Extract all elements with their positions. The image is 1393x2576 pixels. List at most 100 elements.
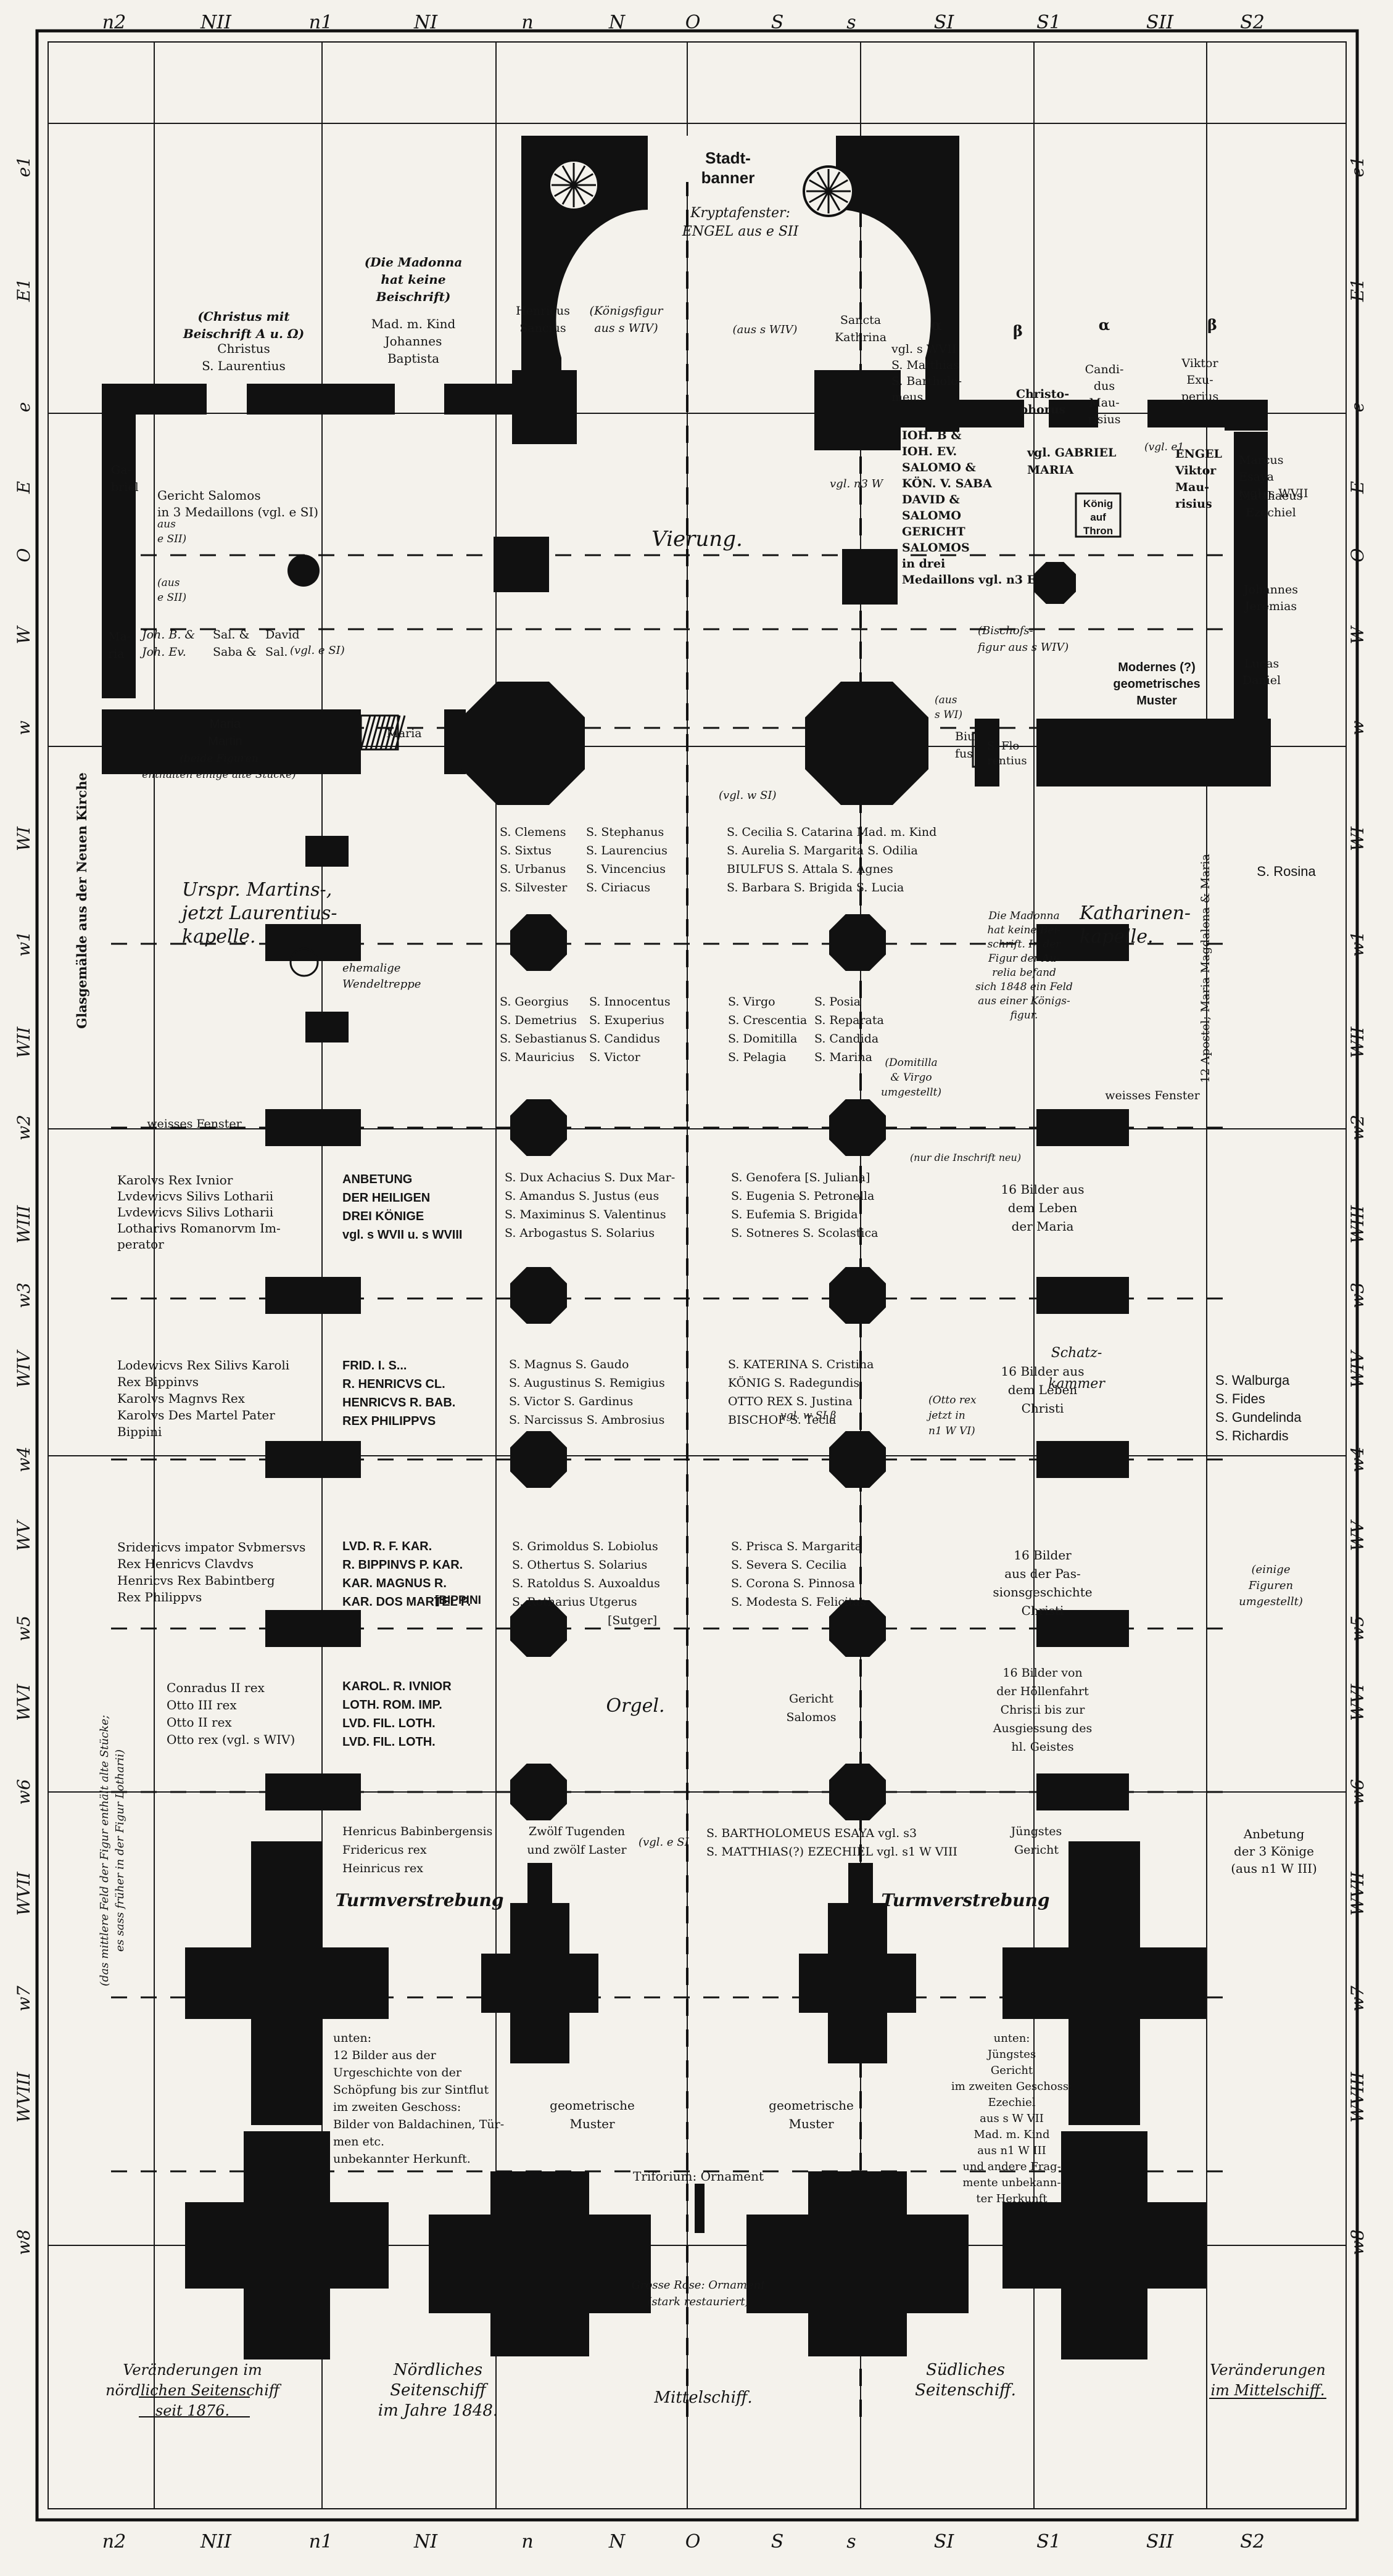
grid-label-right: e1 [1347, 156, 1368, 177]
plan-label: S. Posia [814, 995, 861, 1009]
grid-label-top: N [608, 12, 626, 33]
plan-label: Medaillons vgl. n3 E [902, 573, 1036, 587]
grid-label-left: WVIII [14, 2071, 34, 2123]
plan-label: FRID. I. S... [342, 1359, 407, 1373]
plan-label: Matthaeus [1239, 489, 1303, 503]
grid-label-top: NI [413, 12, 438, 33]
grid-label-top: S2 [1240, 12, 1265, 33]
plan-label: S. Georgius [500, 995, 569, 1009]
plan-label: HENRICVS R. BAB. [342, 1396, 455, 1410]
grid-label-right: WIV [1347, 1349, 1368, 1388]
plan-label: Henricvs Rex Babintberg [117, 1573, 275, 1588]
plan-label: aus [157, 518, 176, 530]
plan-label: Muster [1136, 694, 1177, 708]
plan-label: unbekannter Herkunft. [333, 2152, 471, 2166]
tower-pier [1002, 1841, 1206, 2125]
aisle-buttress [265, 1441, 361, 1478]
plan-label: kapelle. [1080, 926, 1154, 947]
plan-label: S. Severa S. Cecilia [731, 1558, 847, 1572]
plan-label: [BIPPINI [435, 1594, 481, 1607]
plan-label: Jüngstes [1010, 1825, 1062, 1838]
plan-label: König [1083, 498, 1113, 510]
plan-label: (beide Figuren [180, 753, 258, 765]
plan-label: & Virgo [890, 1071, 932, 1084]
plan-label: (Die Madonna [365, 255, 463, 270]
grid-label-top: O [685, 12, 701, 33]
plan-label: Glasgemälde aus der Neuen Kirche [74, 772, 89, 1028]
plan-label: LVD. FIL. LOTH. [342, 1735, 436, 1749]
plan-label: der Maria [1012, 1219, 1074, 1234]
plan-label: Sridericvs impator Svbmersvs [117, 1540, 305, 1554]
plan-label: Lvdewicvs Silivs Lotharii [117, 1189, 273, 1203]
plan-label: vgl. s WVII [891, 342, 956, 356]
nave-pier [510, 914, 567, 971]
plan-label: KAR. MAGNUS R. [342, 1577, 447, 1590]
plan-label: S. MATTHIAS(?) EZECHIEL vgl. s1 W VIII [706, 1845, 957, 1859]
plan-label: Gericht [991, 2064, 1033, 2077]
plan-label: Beischrift) [376, 289, 451, 304]
plan-label: und zwölf Laster [527, 1843, 627, 1857]
grid-label-bottom: NI [413, 2531, 438, 2553]
plan-label: banner [701, 168, 755, 187]
plan-label: S. Dux Achacius S. Dux Mar- [505, 1171, 675, 1184]
plan-label: Saba & [213, 645, 257, 659]
plan-label: S. Prisca S. Margarita [731, 1540, 862, 1553]
nave-pier [510, 1764, 567, 1820]
plan-label: Jüngstes [986, 2048, 1036, 2061]
plan-label: Maria [210, 717, 241, 731]
plan-label: Urgeschichte von der [333, 2066, 462, 2079]
plan-label: Schatz- [1051, 1345, 1102, 1361]
plan-label: s WI) [935, 709, 962, 721]
grid-label-left: w3 [14, 1282, 34, 1308]
grid-label-right: WII [1347, 1026, 1368, 1059]
plan-label: jetzt Laurentius- [178, 902, 337, 924]
plan-label: (Domitilla [885, 1057, 937, 1069]
grid-label-top: S [771, 12, 784, 33]
nave-pier [829, 1764, 886, 1820]
plan-label: Thron [1083, 525, 1113, 537]
plan-label: MARIA [1027, 463, 1073, 477]
plan-label: S. Richardis [1215, 1428, 1289, 1443]
grid-label-right: w2 [1347, 1115, 1368, 1141]
plan-label: S. Vincencius [586, 862, 666, 876]
tower-pier [799, 1903, 916, 2063]
plan-label: S. Magnus S. Gaudo [509, 1358, 629, 1371]
grid-label-right: WI [1347, 826, 1368, 851]
plan-label: Bippini [117, 1424, 162, 1439]
plan-label: S. Eugenia S. Petronella [731, 1189, 874, 1203]
plan-label: Südliches [926, 2361, 1005, 2379]
plan-label: Grosse Rose: Ornament [632, 2279, 766, 2292]
grid-label-left: O [14, 548, 34, 562]
grid-label-right: W [1347, 625, 1368, 644]
plan-label: umgestellt) [1239, 1595, 1303, 1608]
plan-label: BIULFUS S. Attala S. Agnes [727, 862, 893, 876]
plan-label: 12 Apostel; Maria Magdalena & Maria [1199, 854, 1212, 1083]
tower-pier [481, 1903, 598, 2063]
plan-label: S. Rosina [1257, 864, 1316, 879]
plan-label: Otto III rex [167, 1698, 237, 1712]
grid-label-top: s [846, 12, 856, 33]
apse-wall-right [740, 136, 959, 432]
plan-label: Christi [1022, 1401, 1064, 1416]
plan-label: Mau- [1175, 481, 1209, 494]
plan-label: Martin [208, 735, 242, 748]
plan-label: Katharinen- [1079, 902, 1191, 924]
plan-label: dem Leben [1008, 1382, 1078, 1397]
grid-label-top: SII [1146, 12, 1174, 33]
plan-label: (aus [935, 694, 957, 706]
plan-label: S. Victor S. Gardinus [509, 1395, 633, 1408]
grid-label-top: NII [200, 12, 232, 33]
aisle-buttress [265, 1277, 361, 1314]
nave-pier [510, 1267, 567, 1324]
plan-label: (Königsfigur [590, 304, 664, 318]
plan-label: S. Flo- [987, 740, 1023, 753]
grid-label-left: e1 [14, 156, 34, 177]
grid-label-left: WI [14, 826, 34, 851]
plan-label: KAROL. R. IVNIOR [342, 1680, 452, 1693]
plan-label: Conradus II rex [167, 1680, 265, 1695]
plan-label: 16 Bilder aus [1001, 1364, 1085, 1379]
plan-label: Karolvs Rex Ivnior [117, 1173, 233, 1187]
grid-label-left: WVII [14, 1872, 34, 1916]
grid-label-right: w8 [1347, 2229, 1368, 2255]
